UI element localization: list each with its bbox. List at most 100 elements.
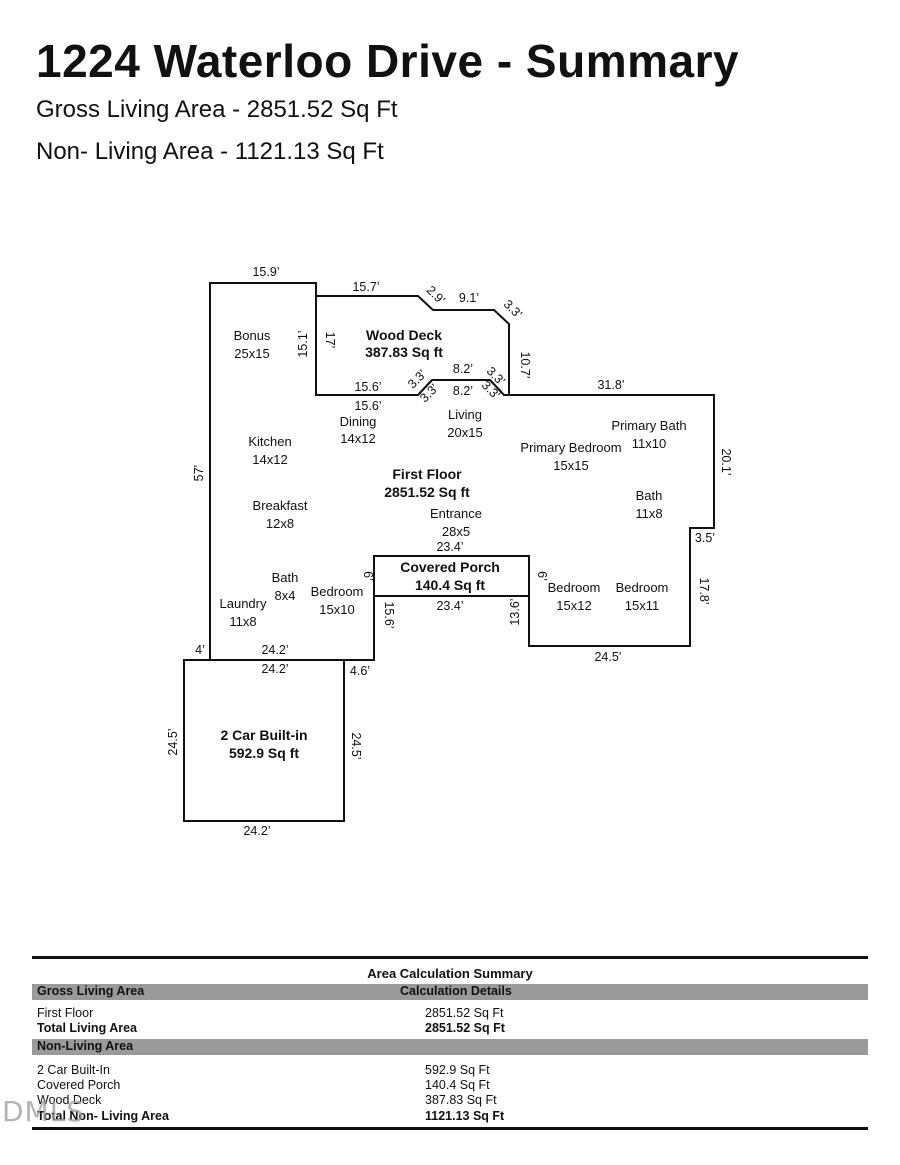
room-size: 12x8: [266, 516, 294, 531]
room-entrance: Entrance 28x5: [430, 506, 482, 539]
room-bonus: Bonus 25x15: [234, 328, 271, 361]
room-name: Dining: [340, 414, 377, 429]
room-bedroom-east-a: Bedroom 15x12: [548, 580, 601, 613]
first-floor-label: First Floor: [392, 466, 462, 482]
wood-deck-label: Wood Deck: [366, 327, 442, 343]
dimension-label: 9.1’: [459, 291, 479, 305]
room-size: 15x11: [625, 598, 659, 613]
dimension-label: 6’: [535, 571, 549, 581]
row-value: 2851.52 Sq Ft: [425, 1021, 505, 1035]
room-name: Bath: [272, 570, 299, 585]
dimension-label: 24.2’: [261, 662, 288, 676]
room-name: Laundry: [220, 596, 267, 611]
dimension-label: 17.8’: [697, 577, 711, 604]
row-label: Total Non- Living Area: [37, 1109, 169, 1123]
garage-area: 592.9 Sq ft: [229, 745, 299, 761]
room-size: 20x15: [447, 425, 482, 440]
dimension-label: 31.8’: [597, 378, 624, 392]
room-kitchen: Kitchen 14x12: [248, 434, 291, 467]
dimension-label: 3.5’: [695, 531, 715, 545]
nla-header: Non-Living Area: [37, 1039, 134, 1053]
covered-porch-label: Covered Porch: [400, 559, 500, 575]
room-living: Living 20x15: [447, 407, 482, 440]
room-size: 14x12: [252, 452, 287, 467]
dimension-label: 15.7’: [352, 280, 379, 294]
row-label: Covered Porch: [37, 1078, 121, 1092]
room-size: 15x12: [556, 598, 591, 613]
non-living-area-subtitle: Non- Living Area - 1121.13 Sq Ft: [36, 138, 384, 165]
dimension-label: 15.1’: [296, 330, 310, 357]
row-label: 2 Car Built-In: [37, 1063, 110, 1077]
mls-watermark: DMLS: [2, 1095, 86, 1128]
room-name: Bedroom: [311, 584, 364, 599]
dimension-label: 24.2’: [243, 824, 270, 838]
dimension-label: 4.6’: [350, 664, 370, 678]
dimension-label: 24.5’: [594, 650, 621, 664]
room-name: Primary Bedroom: [520, 440, 621, 455]
first-floor-area: 2851.52 Sq ft: [384, 484, 470, 500]
room-primary-bath: Primary Bath 11x10: [611, 418, 686, 451]
row-label: First Floor: [37, 1006, 94, 1020]
room-dining: Dining 14x12: [340, 414, 377, 446]
row-value: 387.83 Sq Ft: [425, 1093, 497, 1107]
room-name: Bonus: [234, 328, 271, 343]
dimension-label: 15.6’: [354, 399, 381, 413]
room-name: Kitchen: [248, 434, 291, 449]
table-title: Area Calculation Summary: [367, 966, 533, 981]
room-name: Breakfast: [253, 498, 308, 513]
row-value: 140.4 Sq Ft: [425, 1078, 490, 1092]
dimension-label: 8.2’: [453, 362, 473, 376]
room-bedroom-west: Bedroom 15x10: [311, 584, 364, 617]
dimension-label: 13.6’: [508, 598, 522, 625]
dimension-label: 24.5’: [349, 732, 363, 759]
room-size: 11x8: [229, 614, 256, 629]
dimension-label: 6’: [361, 571, 375, 581]
wood-deck-outline: [316, 295, 510, 396]
room-name: Bath: [636, 488, 663, 503]
gla-header: Gross Living Area: [37, 984, 145, 998]
row-value: 592.9 Sq Ft: [425, 1063, 490, 1077]
nla-section-header: Non-Living Area: [32, 1039, 868, 1055]
room-size: 15x10: [319, 602, 354, 617]
room-name: Primary Bath: [611, 418, 686, 433]
row-label: Total Living Area: [37, 1021, 138, 1035]
room-size: 28x5: [442, 524, 470, 539]
room-size: 11x8: [635, 506, 662, 521]
dimension-label: 20.1’: [719, 448, 733, 475]
room-name: Entrance: [430, 506, 482, 521]
gross-living-area-subtitle: Gross Living Area - 2851.52 Sq Ft: [36, 96, 398, 123]
dimension-label: 57’: [192, 465, 206, 482]
covered-porch-area: 140.4 Sq ft: [415, 577, 485, 593]
dimension-label: 15.6’: [354, 380, 381, 394]
room-bath-east: Bath 11x8: [635, 488, 662, 521]
room-name: Bedroom: [548, 580, 601, 595]
room-primary-bedroom: Primary Bedroom 15x15: [520, 440, 621, 473]
row-label: Wood Deck: [37, 1093, 102, 1107]
dimension-label: 24.2’: [261, 643, 288, 657]
room-size: 25x15: [234, 346, 269, 361]
room-size: 15x15: [553, 458, 588, 473]
room-size: 8x4: [275, 588, 296, 603]
room-laundry: Laundry 11x8: [220, 596, 267, 629]
row-value: 2851.52 Sq Ft: [425, 1006, 504, 1020]
row-value: 1121.13 Sq Ft: [425, 1109, 505, 1123]
room-size: 14x12: [340, 431, 375, 446]
garage-outline: [183, 659, 345, 822]
dimension-label: 24.5’: [166, 728, 180, 755]
dimension-label: 23.4’: [436, 599, 463, 613]
floor-plan: Wood Deck 387.83 Sq ft First Floor 2851.…: [166, 265, 733, 838]
room-size: 11x10: [632, 436, 666, 451]
dimension-label: 23.4’: [436, 540, 463, 554]
gla-section-header: Gross Living Area Calculation Details: [32, 984, 868, 1000]
room-bath-west: Bath 8x4: [272, 570, 299, 603]
room-breakfast: Breakfast 12x8: [253, 498, 308, 531]
room-name: Bedroom: [616, 580, 669, 595]
dimension-label: 15.6’: [382, 601, 396, 628]
calc-details-header: Calculation Details: [400, 984, 512, 998]
dimension-label: 15.9’: [252, 265, 279, 279]
area-calculation-table: Area Calculation Summary Gross Living Ar…: [32, 956, 868, 1130]
garage-label: 2 Car Built-in: [220, 727, 307, 743]
wood-deck-area: 387.83 Sq ft: [365, 344, 443, 360]
room-name: Living: [448, 407, 482, 422]
dimension-label: 17’: [323, 332, 337, 349]
